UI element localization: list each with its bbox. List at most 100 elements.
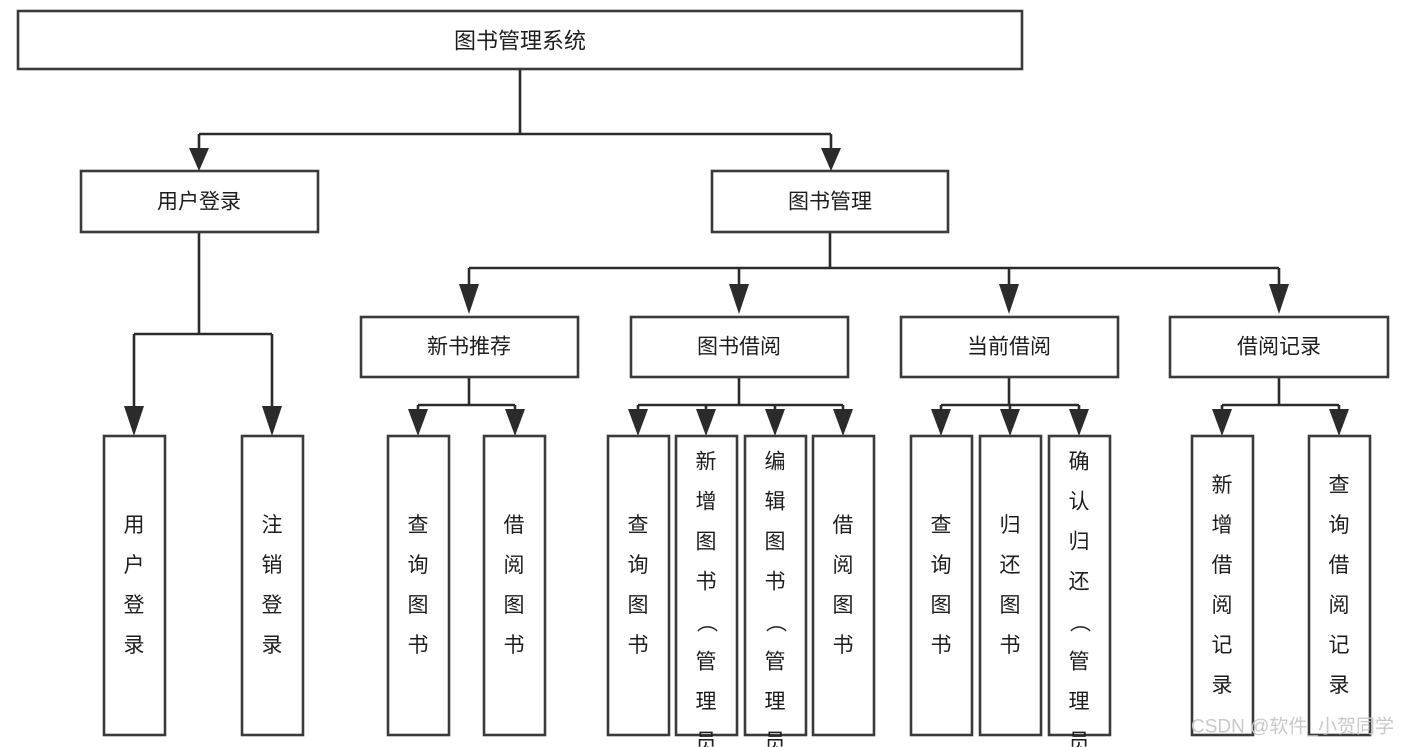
arrow-icon-root-to-book-mgmt	[821, 148, 841, 171]
connector-group-book-mgmt	[459, 232, 1289, 314]
leaf-current-borrow-2-box[interactable]	[978, 434, 1043, 737]
arrow-icon-book-mgmt-to-borrow-record	[1269, 284, 1289, 314]
leaf-label-char: 管	[765, 651, 786, 674]
node-new-book-recommend-label: 新书推荐	[427, 336, 511, 359]
leaf-book-borrow-3-box[interactable]	[743, 434, 808, 737]
leaf-label-char: 还	[1069, 571, 1090, 594]
leaf-label-char: 户	[124, 554, 145, 577]
leaf-label-char: 图	[408, 594, 429, 617]
node-book-management[interactable]: 图书管理	[710, 169, 950, 234]
node-borrow-record-label: 借阅记录	[1237, 336, 1321, 359]
node-book-borrow[interactable]: 图书借阅	[629, 315, 850, 379]
leaf-label-char: 认	[1069, 491, 1090, 514]
arrow-icon-root-to-user-login	[189, 148, 209, 171]
leaf-label-char: 用	[124, 514, 145, 537]
leaf-label-char: 新	[696, 451, 717, 474]
node-new-book-recommend[interactable]: 新书推荐	[359, 315, 580, 379]
node-new-book-recommend-box[interactable]	[359, 315, 580, 379]
node-current-borrow-label: 当前借阅	[967, 336, 1051, 359]
leaf-label-char: 阅	[504, 554, 525, 577]
leaf-current-borrow-3-box[interactable]	[1047, 434, 1112, 737]
arrow-icon-book-mgmt-to-new-book	[459, 284, 479, 314]
leaf-label-char: 录	[1329, 674, 1350, 697]
node-root-box[interactable]	[16, 9, 1024, 71]
leaf-user-login-1[interactable]	[102, 434, 167, 737]
leaf-borrow-record-2[interactable]	[1307, 434, 1372, 737]
leaf-label-char: 销	[262, 554, 283, 577]
leaf-label-char: 查	[931, 514, 952, 537]
csdn-watermark: CSDN @软件_小贺同学	[1191, 716, 1394, 738]
node-root[interactable]: 图书管理系统	[16, 9, 1024, 71]
leaf-label-char: 图	[931, 594, 952, 617]
connector-group-book-borrow	[628, 377, 853, 436]
leaf-label-char: 图	[833, 594, 854, 617]
leaf-book-borrow-4[interactable]	[811, 434, 876, 737]
node-borrow-record-box[interactable]	[1168, 315, 1390, 379]
leaf-label-char: 理	[1069, 691, 1090, 714]
leaf-label-char: 书	[1000, 634, 1021, 657]
node-book-borrow-box[interactable]	[629, 315, 850, 379]
arrow-icon-book-borrow-leaf-2	[696, 409, 716, 436]
arrow-icon-book-borrow-leaf-1	[628, 409, 648, 436]
leaf-label-char: 借	[1329, 554, 1350, 577]
connector-group-new-book	[408, 377, 525, 436]
leaf-borrow-record-1[interactable]	[1190, 434, 1255, 737]
leaf-label-char: 书	[504, 634, 525, 657]
node-book-management-box[interactable]	[710, 169, 950, 234]
leaf-new-book-2-box[interactable]	[482, 434, 547, 737]
node-current-borrow[interactable]: 当前借阅	[899, 315, 1120, 379]
leaf-borrow-record-2-box[interactable]	[1307, 434, 1372, 737]
leaf-current-borrow-1-box[interactable]	[909, 434, 974, 737]
leaf-label-char: 理	[696, 691, 717, 714]
arrow-icon-current-borrow-leaf-2	[1000, 409, 1020, 436]
leaf-book-borrow-1-box[interactable]	[606, 434, 671, 737]
node-borrow-record[interactable]: 借阅记录	[1168, 315, 1390, 379]
node-user-login-box[interactable]	[79, 169, 320, 234]
arrow-icon-current-borrow-leaf-1	[931, 409, 951, 436]
connector-group-root	[189, 69, 841, 171]
leaf-book-borrow-3[interactable]	[743, 434, 808, 737]
leaf-new-book-1-box[interactable]	[386, 434, 451, 737]
leaf-label-char: 记	[1212, 634, 1233, 657]
leaf-user-login-2-box[interactable]	[240, 434, 305, 737]
leaf-label-char: 增	[1212, 514, 1233, 537]
leaf-label-char: 增	[696, 491, 717, 514]
arrow-icon-book-mgmt-to-current-borrow	[999, 284, 1019, 314]
leaf-book-borrow-2[interactable]	[674, 434, 739, 737]
leaf-label-char: 书	[931, 634, 952, 657]
leaf-current-borrow-3[interactable]	[1047, 434, 1112, 737]
leaf-user-login-1-box[interactable]	[102, 434, 167, 737]
arrow-icon-current-borrow-leaf-3	[1069, 409, 1089, 436]
node-user-login[interactable]: 用户登录	[79, 169, 320, 234]
leaf-new-book-1[interactable]	[386, 434, 451, 737]
leaf-user-login-2[interactable]	[240, 434, 305, 737]
leaf-book-borrow-4-box[interactable]	[811, 434, 876, 737]
arrow-icon-user-login-leaf-1	[124, 406, 144, 436]
leaf-label-char: 询	[1329, 514, 1350, 537]
leaf-current-borrow-1[interactable]	[909, 434, 974, 737]
leaf-current-borrow-2[interactable]	[978, 434, 1043, 737]
leaf-label-char: 归	[1069, 531, 1090, 554]
leaf-label-char: 编	[765, 451, 786, 474]
leaf-new-book-2[interactable]	[482, 434, 547, 737]
leaf-label-char: 书	[765, 571, 786, 594]
leaf-label-char: 理	[765, 691, 786, 714]
leaf-label-char: 阅	[1212, 594, 1233, 617]
leaf-book-borrow-2-box[interactable]	[674, 434, 739, 737]
leaf-book-borrow-1[interactable]	[606, 434, 671, 737]
leaf-label-char: （	[1068, 612, 1091, 633]
connector-group-current-borrow	[931, 377, 1089, 436]
leaf-label-char: 询	[931, 554, 952, 577]
leaf-borrow-record-1-box[interactable]	[1190, 434, 1255, 737]
node-current-borrow-box[interactable]	[899, 315, 1120, 379]
